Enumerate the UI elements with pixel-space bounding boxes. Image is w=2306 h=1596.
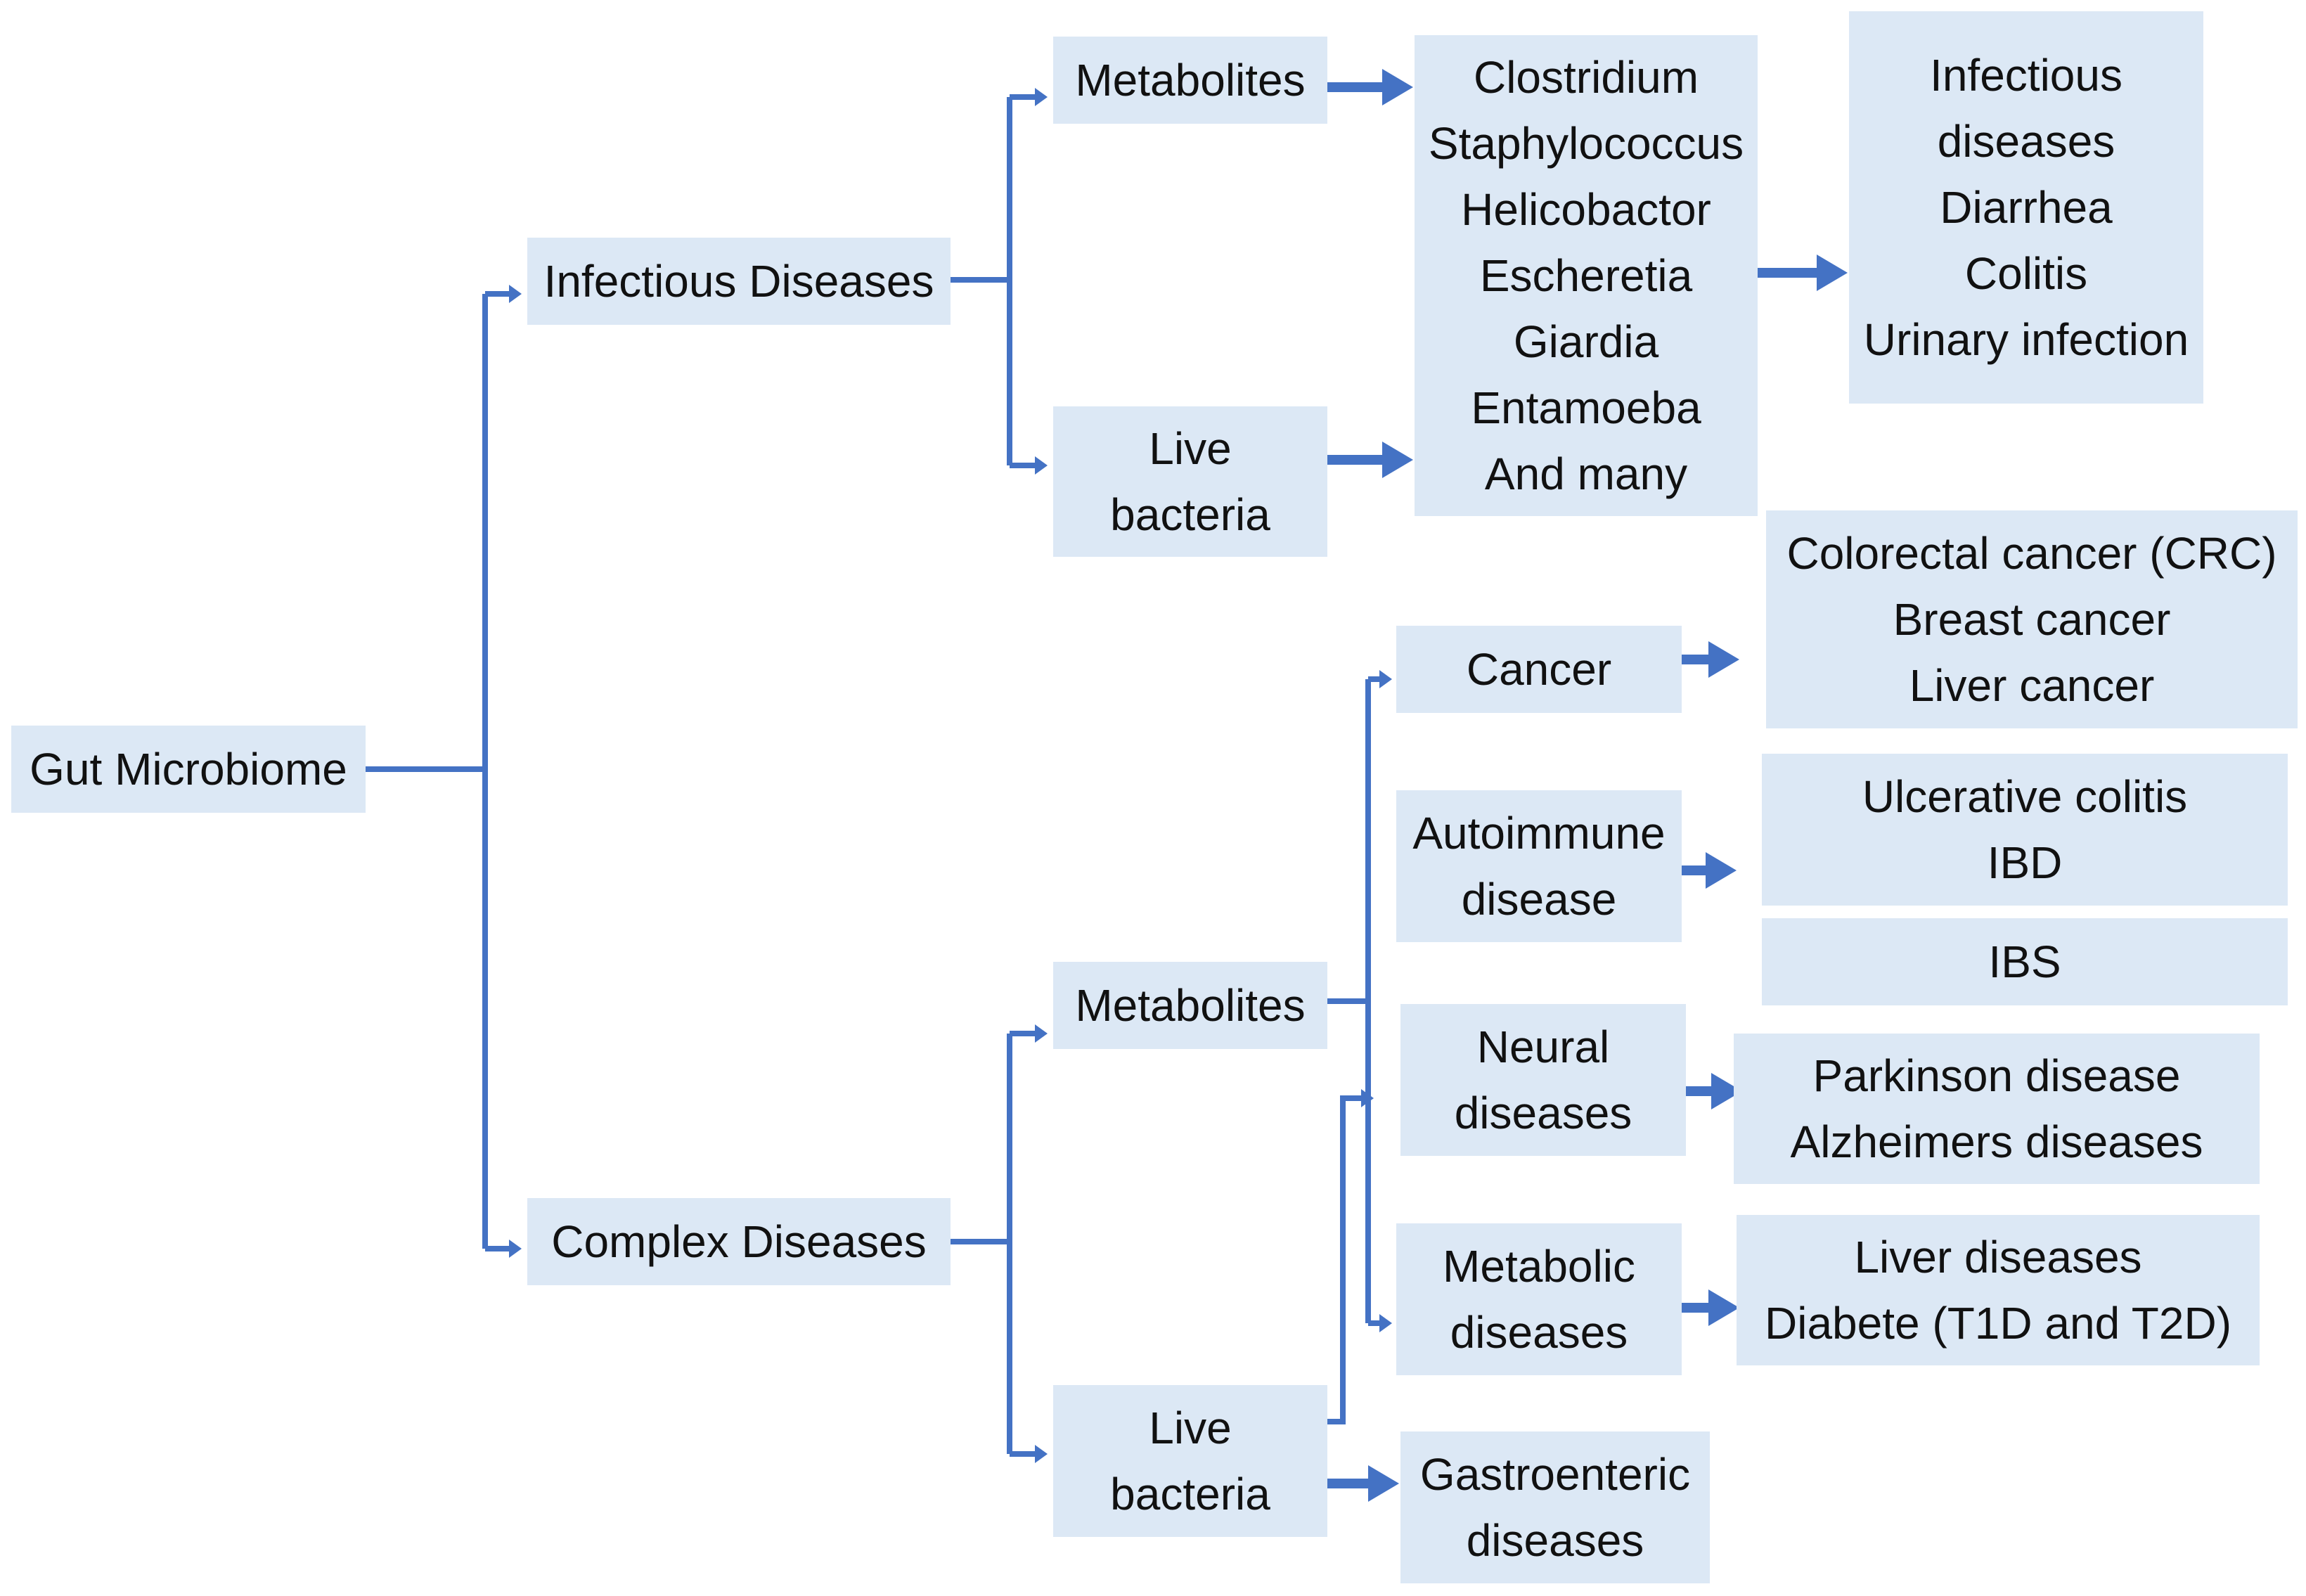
node-complex-diseases: Complex Diseases <box>527 1198 951 1285</box>
arrowhead-small <box>1035 88 1048 106</box>
node-ibs: IBS <box>1762 918 2288 1005</box>
node-text-line: Escheretia <box>1479 250 1693 301</box>
node-text-line: Breast cancer <box>1893 594 2171 645</box>
node-text-line: disease <box>1461 874 1617 925</box>
node-text-line: Gastroenteric <box>1419 1449 1691 1500</box>
arrowhead-large <box>1817 255 1848 291</box>
node-text-line: And many <box>1484 449 1688 499</box>
node-text-line: Complex Diseases <box>551 1216 927 1267</box>
node-text-line: Helicobactor <box>1461 184 1711 235</box>
node-text-line: Metabolites <box>1075 980 1306 1031</box>
node-text-line: bacteria <box>1110 1469 1270 1519</box>
node-text-line: IBS <box>1988 937 2061 987</box>
node-text-line: Entamoeba <box>1471 382 1701 433</box>
arrowhead-small <box>509 1240 522 1258</box>
node-text-line: Gut Microbiome <box>30 744 347 794</box>
node-text-line: Neural <box>1476 1022 1610 1072</box>
node-text-line: diseases <box>1450 1307 1628 1358</box>
arrowhead-large <box>1382 442 1413 478</box>
node-text-line: Metabolic <box>1443 1241 1635 1292</box>
node-infectious-metabolites: Metabolites <box>1053 37 1327 124</box>
node-text-line: Diabete (T1D and T2D) <box>1765 1298 2231 1349</box>
node-text-line: Metabolites <box>1075 55 1306 105</box>
node-gastroenteric: Gastroenteric diseases <box>1400 1431 1710 1583</box>
node-text-line: Clostridium <box>1473 52 1699 103</box>
arrowhead-small <box>1035 456 1048 475</box>
arrowhead-large <box>1708 641 1739 678</box>
connector-cx-live-to-neural <box>1327 1095 1364 1424</box>
node-infectious-diseases: Infectious Diseases <box>527 238 951 325</box>
node-neural: Neural diseases <box>1400 1004 1686 1156</box>
node-cancer: Cancer <box>1396 626 1682 713</box>
node-infectious-live-bacteria: Live bacteria <box>1053 406 1327 557</box>
node-text-line: Staphylococcus <box>1428 118 1744 169</box>
node-text-line: Diarrhea <box>1940 182 2113 233</box>
arrowhead-small <box>1379 1314 1392 1332</box>
node-complex-metabolites: Metabolites <box>1053 962 1327 1049</box>
node-text-line: Colitis <box>1964 248 2088 299</box>
arrowhead-large <box>1706 852 1737 889</box>
arrowhead-small <box>1361 1089 1374 1107</box>
node-text-line: diseases <box>1454 1088 1632 1138</box>
node-metabolic: Metabolic diseases <box>1396 1223 1682 1375</box>
node-text-line: Live <box>1149 423 1232 474</box>
arrowhead-small <box>1035 1024 1048 1043</box>
node-text-line: Autoimmune <box>1412 808 1666 858</box>
node-text-line: Ulcerative colitis <box>1862 771 2188 822</box>
node-text-line: diseases <box>1937 116 2115 167</box>
node-text-line: Colorectal cancer (CRC) <box>1786 528 2277 579</box>
node-text-line: bacteria <box>1110 489 1270 540</box>
node-text-line: IBD <box>1987 837 2063 888</box>
node-complex-live-bacteria: Live bacteria <box>1053 1385 1327 1537</box>
node-text-line: Cancer <box>1466 644 1612 695</box>
arrowhead-small <box>509 285 522 303</box>
node-text-line: Infectious Diseases <box>543 256 934 307</box>
node-autoimmune: Autoimmune disease <box>1396 790 1682 942</box>
arrowhead-small <box>1379 670 1392 688</box>
arrowhead-large <box>1368 1465 1399 1502</box>
node-text-line: Giardia <box>1513 316 1659 367</box>
node-text-line: Parkinson disease <box>1812 1050 2181 1101</box>
node-text-line: diseases <box>1466 1515 1644 1566</box>
arrowhead-large <box>1382 69 1413 105</box>
node-text-line: Liver cancer <box>1909 660 2155 711</box>
node-gut-microbiome: Gut Microbiome <box>11 726 366 813</box>
arrowhead-large <box>1708 1289 1739 1326</box>
node-text-line: Alzheimers diseases <box>1790 1116 2203 1167</box>
arrowhead-small <box>1035 1445 1048 1463</box>
node-text-line: Live <box>1149 1403 1232 1453</box>
node-text-line: Liver diseases <box>1854 1232 2142 1282</box>
arrowhead-large <box>1711 1073 1742 1109</box>
node-text-line: Infectious <box>1930 50 2123 101</box>
node-text-line: Urinary infection <box>1863 314 2189 365</box>
